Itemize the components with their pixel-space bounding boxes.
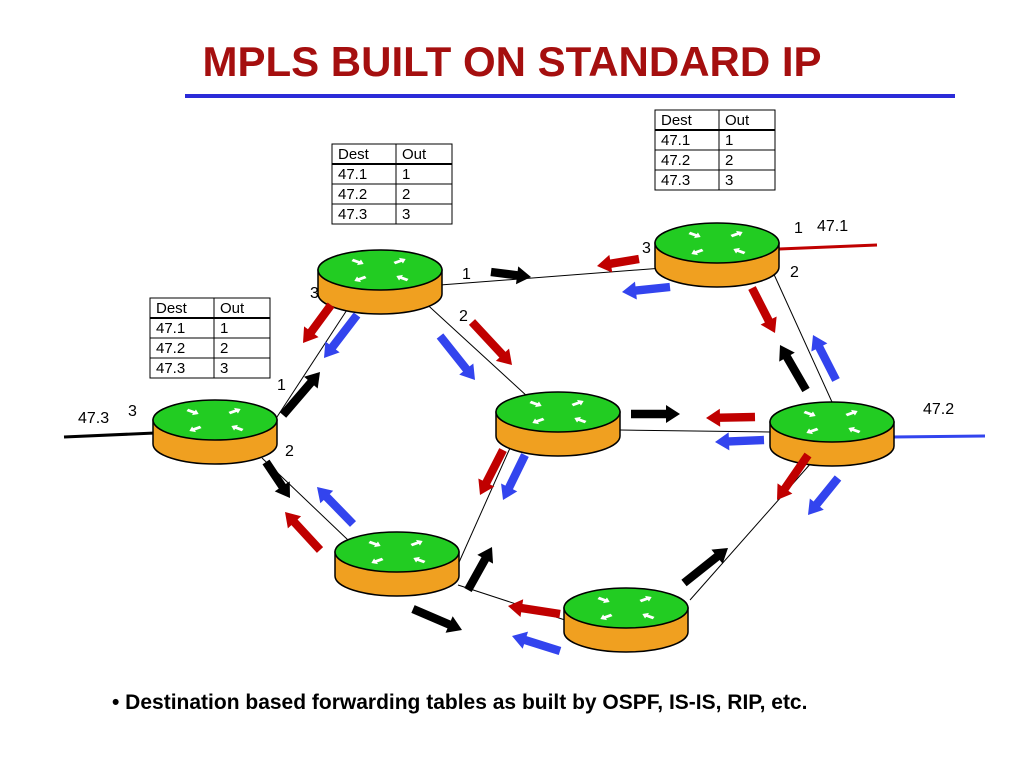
network-label-47-1: 47.1 (817, 218, 848, 235)
table-cell-dest: 47.3 (661, 172, 690, 189)
blue-arrow-icon (436, 333, 475, 380)
network-label-47-2: 47.2 (923, 401, 954, 418)
red-arrow-icon (478, 448, 507, 495)
table-cell-out: 1 (725, 132, 733, 149)
port-label-left-2: 2 (285, 443, 294, 460)
red-arrow-icon (777, 452, 812, 500)
forwarding-table-top-right: Dest Out 47.1 1 47.2 2 47.3 3 (654, 109, 776, 191)
table-cell-out: 1 (402, 166, 410, 183)
router-icon (368, 539, 426, 565)
router-top-right (654, 222, 780, 288)
link-topright-right (771, 269, 833, 403)
red-arrow-icon (285, 512, 324, 553)
footer-bullet: • Destination based forwarding tables as… (112, 691, 808, 714)
blue-arrow-icon (324, 312, 361, 358)
network-label-47-3: 47.3 (78, 410, 109, 427)
red-arrow-icon (508, 599, 561, 619)
link-center-right (619, 429, 771, 433)
table-cell-out: 1 (220, 320, 228, 337)
flow-arrows (262, 254, 842, 656)
link-network-47-1 (778, 243, 878, 251)
port-label-topright-2: 2 (790, 264, 799, 281)
forwarding-table-top-middle: Dest Out 47.1 1 47.2 2 47.3 3 (331, 143, 453, 225)
black-arrow-icon (490, 266, 531, 285)
blue-arrow-icon (811, 335, 840, 382)
table-cell-out: 2 (402, 186, 410, 203)
black-arrow-icon (279, 372, 320, 418)
port-label-left-1: 1 (277, 377, 286, 394)
black-arrow-icon (779, 345, 810, 393)
title-underline (185, 94, 955, 98)
router-icon (351, 257, 409, 283)
router-right (769, 401, 895, 467)
table-cell-dest: 47.1 (338, 166, 367, 183)
link-network-47-2 (891, 434, 986, 439)
port-label-topright-3: 3 (642, 240, 651, 257)
link-left-top (274, 289, 361, 421)
table-header-out: Out (725, 112, 750, 129)
table-cell-dest: 47.1 (661, 132, 690, 149)
table-cell-dest: 47.3 (338, 206, 367, 223)
black-arrow-icon (681, 548, 728, 587)
table-header-out: Out (402, 146, 427, 163)
router-left (152, 399, 278, 465)
table-cell-dest: 47.3 (156, 360, 185, 377)
red-arrow-icon (748, 286, 777, 333)
red-arrow-icon (597, 254, 640, 273)
blue-arrow-icon (501, 453, 529, 500)
link-center-bottomleft (451, 447, 511, 579)
blue-arrow-icon (622, 281, 671, 300)
table-cell-dest: 47.2 (661, 152, 690, 169)
red-arrow-icon (706, 408, 756, 427)
router-icon (597, 595, 655, 621)
table-cell-dest: 47.2 (156, 340, 185, 357)
router-bottom-center (563, 587, 689, 653)
black-arrow-icon (464, 547, 494, 593)
blue-arrow-icon (808, 475, 842, 515)
black-arrow-icon (262, 459, 290, 498)
router-icon (186, 407, 244, 433)
link-top-topright (439, 267, 664, 286)
port-label-topright-1: 1 (794, 220, 803, 237)
table-header-out: Out (220, 300, 245, 317)
router-bottom-left (334, 531, 460, 597)
table-cell-dest: 47.2 (338, 186, 367, 203)
router-icon (688, 230, 746, 256)
link-top-center (419, 297, 529, 398)
port-label-left-3: 3 (128, 403, 137, 420)
router-center (495, 391, 621, 457)
table-header-dest: Dest (156, 300, 188, 317)
port-label-top-2: 2 (459, 308, 468, 325)
blue-arrow-icon (317, 487, 357, 527)
table-cell-out: 2 (220, 340, 228, 357)
table-header-dest: Dest (338, 146, 370, 163)
red-arrow-icon (303, 302, 335, 343)
red-arrow-icon (468, 319, 512, 365)
table-cell-out: 2 (725, 152, 733, 169)
black-arrow-icon (411, 605, 462, 633)
router-icon (803, 409, 861, 435)
link-network-47-3 (63, 431, 156, 439)
port-label-top-1: 1 (462, 266, 471, 283)
routers (152, 222, 895, 653)
table-cell-out: 3 (220, 360, 228, 377)
black-arrow-icon (631, 405, 680, 423)
table-header-dest: Dest (661, 112, 693, 129)
forwarding-table-left: Dest Out 47.1 1 47.2 2 47.3 3 (149, 297, 271, 379)
router-icon (529, 399, 587, 425)
port-label-top-3: 3 (310, 285, 319, 302)
blue-arrow-icon (715, 432, 765, 451)
table-cell-out: 3 (725, 172, 733, 189)
slide-title: MPLS BUILT ON STANDARD IP (202, 38, 822, 85)
table-cell-out: 3 (402, 206, 410, 223)
blue-arrow-icon (512, 631, 562, 656)
table-cell-dest: 47.1 (156, 320, 185, 337)
router-top (317, 249, 443, 315)
